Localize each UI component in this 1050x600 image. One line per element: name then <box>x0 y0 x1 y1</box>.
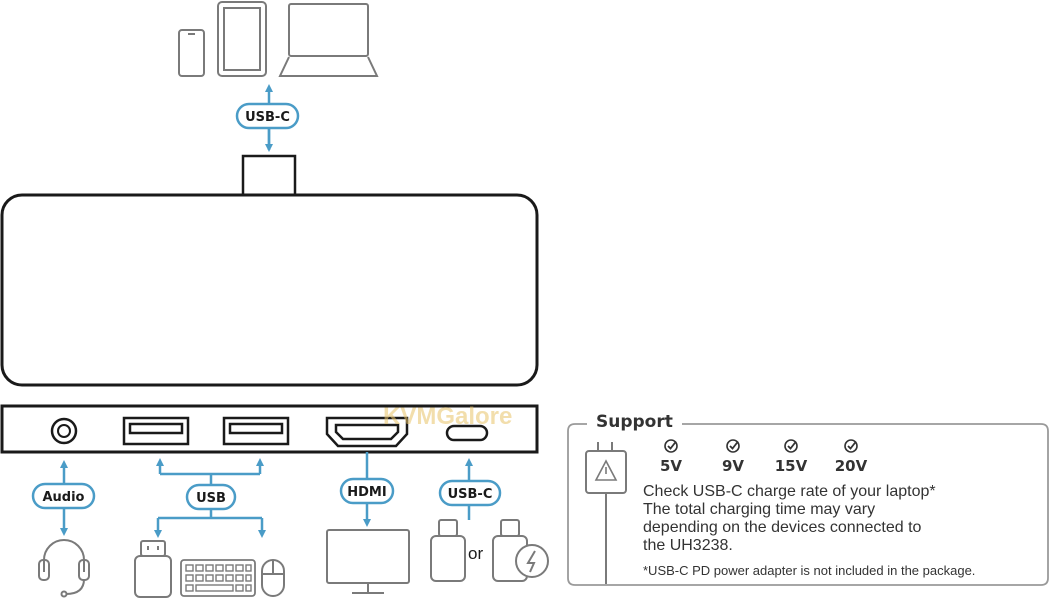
support-note: *USB-C PD power adapter is not included … <box>643 563 975 578</box>
support-box: Support 5V 9V 15V 20V Check USB-C charge ra… <box>567 412 1049 586</box>
support-line-1: Check USB-C charge rate of your laptop* <box>643 483 936 500</box>
check-mark <box>787 440 797 450</box>
keyboard-icon <box>180 559 256 597</box>
support-line-2: The total charging time may vary <box>643 501 875 518</box>
usbc-cable-plug <box>241 154 297 198</box>
hdmi-connection: HDMI <box>339 452 395 527</box>
usb-a-port-2 <box>222 416 290 446</box>
support-title: Support <box>596 412 673 432</box>
headset-icon <box>38 539 90 598</box>
usbc-cable-icon <box>430 519 466 582</box>
usbc-host-pill: USB-C <box>235 102 300 130</box>
voltage-item: 5V <box>660 439 682 475</box>
tablet-icon <box>217 1 267 77</box>
phone-icon <box>178 29 205 77</box>
check-mark <box>847 440 857 450</box>
audio-label: Audio <box>42 490 84 505</box>
laptop-icon <box>278 3 379 77</box>
usbc-connection: USB-C <box>438 458 502 520</box>
hub-body <box>0 154 539 387</box>
power-adapter-icon <box>492 519 549 582</box>
check-icon <box>664 439 678 453</box>
voltage-item: 20V <box>835 439 868 475</box>
voltage-item: 15V <box>775 439 808 475</box>
voltage-label: 15V <box>775 457 808 475</box>
usbc-label: USB-C <box>448 487 493 502</box>
flash-drive-icon <box>134 540 172 598</box>
hdmi-label: HDMI <box>347 485 386 500</box>
audio-connection: Audio <box>31 460 96 536</box>
support-description: Check USB-C charge rate of your laptop* … <box>643 483 936 554</box>
or-text: or <box>468 544 483 563</box>
usbc-host-label: USB-C <box>245 110 290 125</box>
port-panel <box>0 404 539 454</box>
voltage-label: 20V <box>835 457 868 475</box>
voltage-item: 9V <box>722 439 744 475</box>
mouse-icon <box>261 559 285 597</box>
voltage-label: 5V <box>660 457 682 475</box>
watermark-text: KVMGalore <box>383 403 512 430</box>
support-line-3: depending on the devices connected to <box>643 519 922 536</box>
audio-port <box>50 417 78 445</box>
usb-a-port-1 <box>122 416 190 446</box>
usbc-port <box>445 424 489 442</box>
support-line-4: the UH3238. <box>643 537 733 554</box>
monitor-icon <box>326 529 410 594</box>
check-icon <box>844 439 858 453</box>
usb-label: USB <box>196 491 226 506</box>
voltage-list: 5V 9V 15V 20V <box>660 439 868 475</box>
usb-connection: USB <box>154 458 266 538</box>
check-icon <box>726 439 740 453</box>
hdmi-port <box>325 416 409 448</box>
check-mark <box>729 440 739 450</box>
check-mark <box>667 440 677 450</box>
check-icon <box>784 439 798 453</box>
voltage-label: 9V <box>722 457 744 475</box>
wall-charger-icon <box>585 442 627 584</box>
